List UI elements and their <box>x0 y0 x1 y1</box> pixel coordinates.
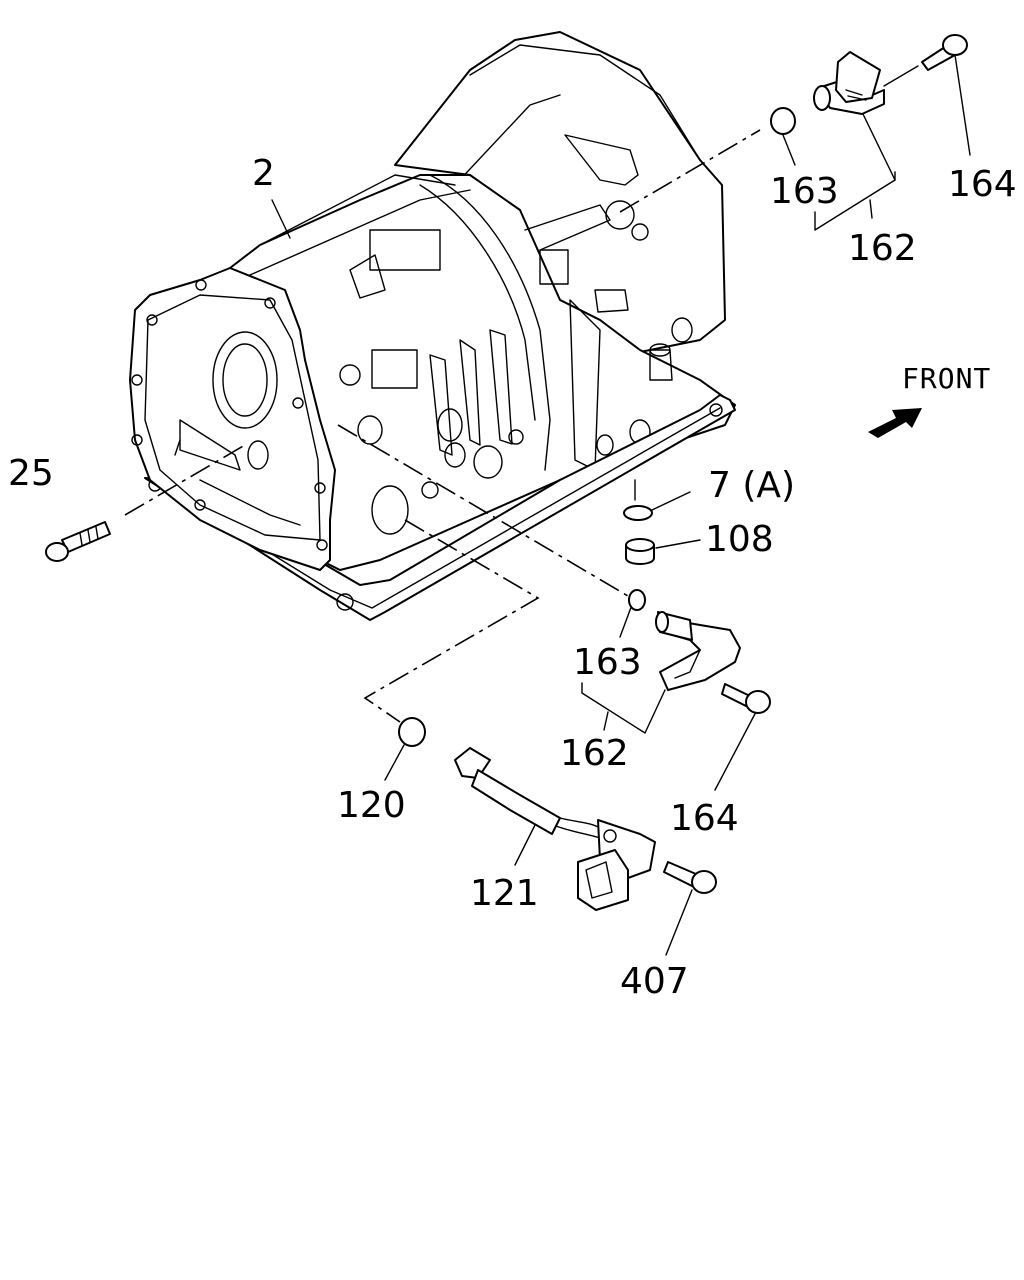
bolt-407-icon <box>663 861 717 894</box>
bolt-164-mid-icon <box>721 683 771 714</box>
transmission-body <box>129 31 736 621</box>
label-sleeve-108: 108 <box>705 519 774 560</box>
label-harness-121: 121 <box>470 873 539 914</box>
label-bolt-164-mid: 164 <box>670 798 739 839</box>
label-bolt-25: 25 <box>8 453 54 494</box>
label-oring-120: 120 <box>337 785 406 826</box>
leader-lines <box>124 54 971 956</box>
label-sensor-162-mid: 162 <box>560 733 629 774</box>
label-oring-7a: 7 (A) <box>708 465 795 506</box>
label-transmission: 2 <box>252 153 275 194</box>
wiring-harness-121 <box>454 747 656 911</box>
oring-163-top-icon <box>770 107 796 135</box>
label-oring-163-top: 163 <box>770 171 839 212</box>
sleeve-108-icon <box>625 538 655 565</box>
label-front: FRONT <box>902 362 991 395</box>
front-arrow-icon <box>868 408 922 438</box>
speed-sensor-top <box>813 51 885 115</box>
label-oring-163-mid: 163 <box>573 642 642 683</box>
label-bolt-164-top: 164 <box>948 164 1017 205</box>
label-sensor-162-top: 162 <box>848 228 917 269</box>
bolt-164-top-icon <box>883 34 968 87</box>
label-bolt-407: 407 <box>620 961 689 1002</box>
oring-120-icon <box>398 717 426 747</box>
speed-sensor-mid <box>628 589 741 691</box>
bolt-25-icon <box>45 521 111 562</box>
part-labels: 2 25 163 162 164 FRONT 7 (A) 108 163 162… <box>8 153 1017 1002</box>
oring-7a-icon <box>623 505 653 521</box>
